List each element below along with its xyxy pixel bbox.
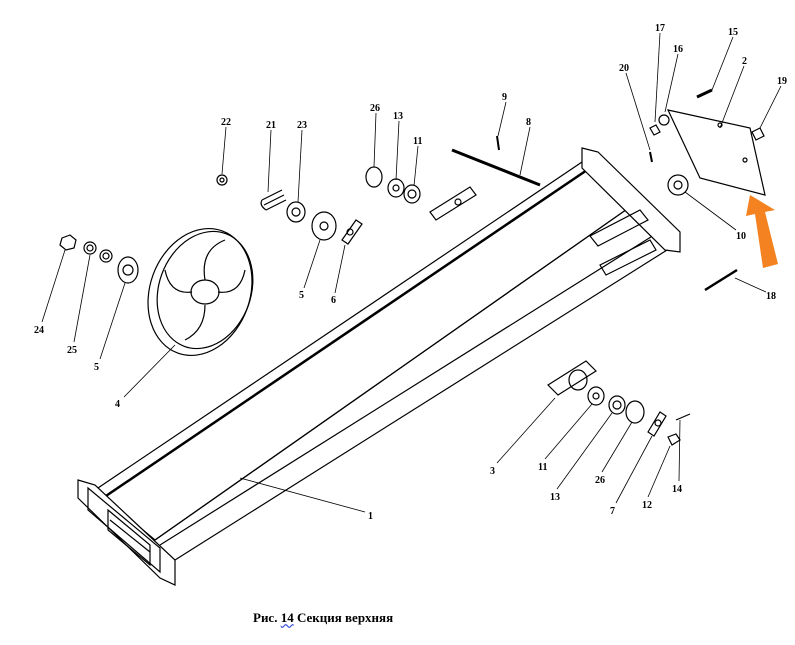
callout-label: 16 [673,44,683,55]
figure-caption: Рис. 14 Секция верхняя [253,610,393,626]
callout-label: 6 [331,295,336,306]
callout-label: 5 [94,362,99,373]
highlight-arrow [746,195,778,268]
pulley-wheel [147,227,254,357]
callout-label: 11 [538,462,547,473]
callout-label: 4 [115,399,120,410]
callout-label: 26 [370,103,380,114]
callout-label: 21 [266,120,276,131]
callout-label: 18 [766,291,776,302]
beam-section [77,147,681,586]
callout-label: 13 [393,111,403,122]
callout-label: 17 [655,23,665,34]
leader-lines [41,32,782,513]
callout-label: 8 [526,117,531,128]
callout-label: 14 [672,484,682,495]
callout-label: 9 [502,92,507,103]
callout-label: 10 [736,231,746,242]
caption-title: Секция верхняя [293,610,394,625]
callout-label: 5 [299,290,304,301]
callout-label: 11 [413,136,422,147]
callout-label: 24 [34,325,44,336]
callout-label: 20 [619,63,629,74]
caption-prefix: Рис. [253,610,281,625]
callout-label: 3 [490,466,495,477]
callout-label: 23 [297,120,307,131]
callout-label: 12 [642,500,652,511]
callout-label: 22 [221,117,231,128]
callout-label: 13 [550,492,560,503]
caption-number: 14 [280,610,294,625]
callout-label: 25 [67,345,77,356]
callout-label: 15 [728,27,738,38]
callout-label: 19 [777,76,787,87]
callout-label: 7 [610,506,615,517]
callout-label: 26 [595,475,605,486]
callout-label: 2 [742,56,747,67]
callout-label: 1 [368,511,373,522]
